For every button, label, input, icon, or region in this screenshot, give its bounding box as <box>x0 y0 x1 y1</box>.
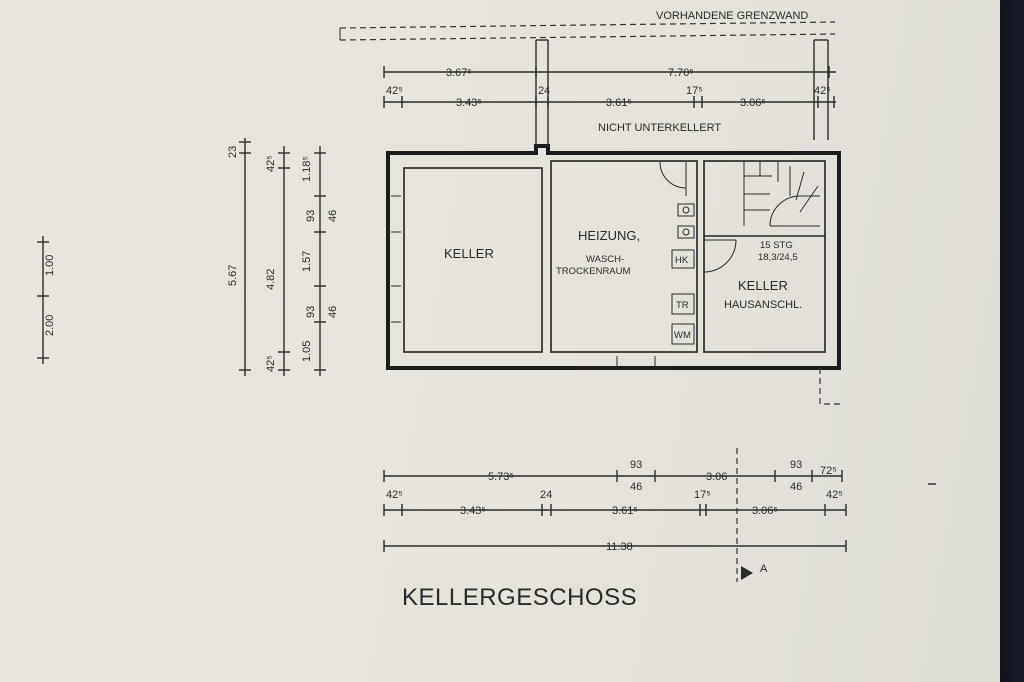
bottom-dimension-total <box>383 540 847 552</box>
dim-bottom-1e: 93 <box>790 459 802 471</box>
dim-bottom-1d: 3.06 <box>706 471 727 483</box>
dim-bottom-1f: 46 <box>790 481 802 493</box>
room-keller-2: KELLER <box>738 278 788 293</box>
dim-left-col2-c: 42⁵ <box>265 355 277 372</box>
dim-left-col3-f: 46 <box>327 306 339 318</box>
dim-top-2a: 42⁵ <box>386 85 403 97</box>
top-dimension-row-2 <box>383 96 836 108</box>
boundary-wall <box>339 21 836 41</box>
dim-bottom-1g: 72⁵ <box>820 465 837 477</box>
stair-steps-label: 15 STG <box>760 240 793 251</box>
dim-top-2e: 17⁵ <box>686 85 703 97</box>
staircase <box>743 162 820 227</box>
room-heizung-line3: TROCKENRAUM <box>556 266 631 277</box>
not-basement-label: NICHT UNTERKELLERT <box>598 122 721 134</box>
dim-left-col2-a: 42⁵ <box>265 155 277 172</box>
dim-bottom-2c: 24 <box>540 489 552 501</box>
dim-top-2f: 3.06⁵ <box>740 97 766 109</box>
boundary-wall-label: VORHANDENE GRENZWAND <box>656 10 808 22</box>
drawing-title: KELLERGESCHOSS <box>402 584 637 611</box>
dim-bottom-1b: 93 <box>630 459 642 471</box>
dim-left-col3-e: 93 <box>305 306 317 318</box>
washer-box <box>671 323 695 345</box>
left-dim-col3 <box>314 146 326 376</box>
dim-left-col3-c: 46 <box>327 210 339 222</box>
door-swings <box>659 161 737 273</box>
dim-bottom-1a: 5.73⁵ <box>488 471 514 483</box>
dim-bottom-2e: 17⁵ <box>694 489 711 501</box>
boundary-posts <box>535 39 829 146</box>
dim-bottom-2d: 3.61⁵ <box>612 505 638 517</box>
dim-left-col3-g: 1.05 <box>301 341 313 362</box>
equipment <box>671 203 695 345</box>
dim-bottom-2f: 3.06⁵ <box>752 505 778 517</box>
room-heizung-line1: HEIZUNG, <box>578 228 640 243</box>
dim-left-col3-b: 93 <box>305 210 317 222</box>
building-outline <box>386 144 842 405</box>
dim-top-2c: 24 <box>538 85 550 97</box>
room-heizung-line2: WASCH- <box>586 254 624 265</box>
left-dim-col1 <box>239 138 251 376</box>
section-line-a <box>736 448 753 582</box>
washer-label: WM <box>674 330 691 341</box>
dim-top-1b: 7.70⁵ <box>668 67 694 79</box>
room-keller-2-sub: HAUSANSCHL. <box>724 299 802 311</box>
left-dim-col2 <box>278 146 290 376</box>
dim-bottom-2g: 42⁵ <box>826 489 843 501</box>
dryer-box <box>671 293 695 315</box>
dim-left-far-a: 2.00 <box>44 315 56 336</box>
dim-top-2g: 42⁵ <box>814 85 831 97</box>
dim-top-2b: 3.43⁵ <box>456 97 482 109</box>
dim-top-1a: 3.67⁵ <box>446 67 472 79</box>
bottom-dimension-row-2 <box>383 504 847 516</box>
boiler-label: HK <box>675 255 689 266</box>
left-dim-far <box>37 236 49 364</box>
dim-left-col1-a: 23 <box>227 146 239 158</box>
bottom-dimension-row-1 <box>383 470 843 482</box>
top-dimension-row-1 <box>383 66 836 78</box>
dim-bottom-total: 11.38 <box>606 541 633 553</box>
dryer-label: TR <box>676 300 689 311</box>
stair-ratio-label: 18,3/24,5 <box>758 252 798 263</box>
dim-top-2d: 3.61⁵ <box>606 97 632 109</box>
dim-left-col2-b: 4.82 <box>265 269 277 290</box>
floor-plan-drawing: VORHANDENE GRENZWAND 3.67⁵ 7.70⁵ 42⁵ 3.4… <box>37 10 936 611</box>
room-keller-1: KELLER <box>444 246 494 261</box>
boiler-box <box>671 249 695 269</box>
dim-left-col1-b: 5.67 <box>227 265 239 286</box>
dim-bottom-2a: 42⁵ <box>386 489 403 501</box>
dim-left-col3-d: 1.57 <box>301 251 313 272</box>
dim-bottom-2b: 3.43⁵ <box>460 505 486 517</box>
dim-bottom-1c: 46 <box>630 481 642 493</box>
dim-left-far-b: 1.00 <box>44 255 56 276</box>
section-marker-label: A <box>760 563 768 575</box>
drawing-sheet: VORHANDENE GRENZWAND 3.67⁵ 7.70⁵ 42⁵ 3.4… <box>0 0 1000 682</box>
dim-left-col3-a: 1.18⁵ <box>301 156 313 182</box>
